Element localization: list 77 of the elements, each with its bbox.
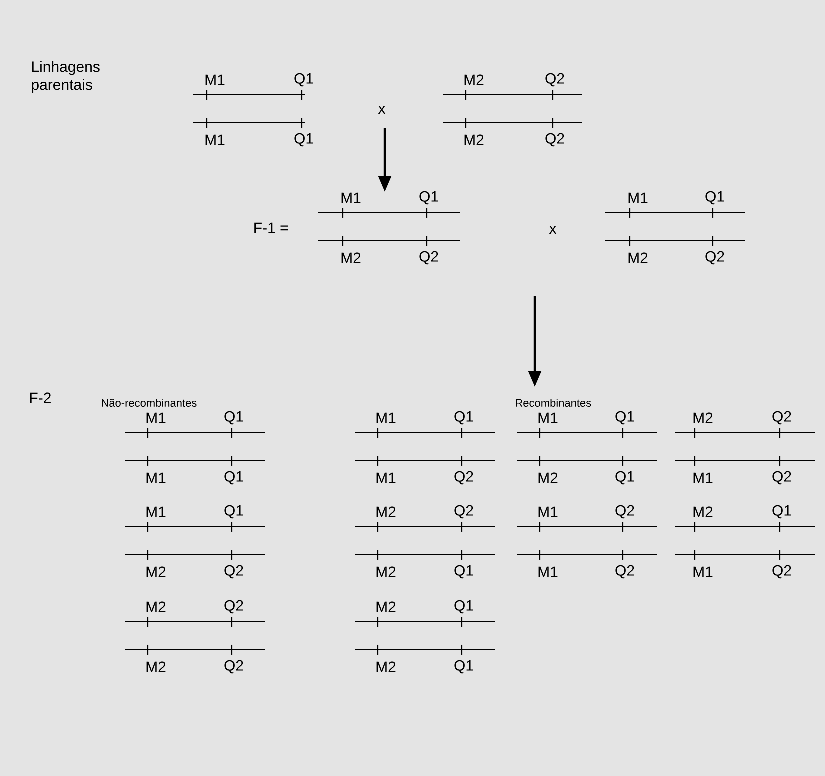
gene-label: Q1 <box>224 505 244 519</box>
generation-label: F-1 = <box>254 222 288 234</box>
chromosome-pair <box>517 411 657 485</box>
group-heading: Recombinantes <box>516 398 592 408</box>
chromosome-pair <box>605 191 745 265</box>
gene-label: M2 <box>628 252 648 264</box>
gene-label: Q2 <box>616 565 634 579</box>
gene-label: M1 <box>538 506 558 518</box>
gene-label: Q2 <box>772 411 792 425</box>
chromosome-pair <box>675 505 815 579</box>
gene-label: M1 <box>376 412 396 424</box>
gene-label: M1 <box>694 472 713 484</box>
gene-label: Q1 <box>224 471 244 485</box>
gene-label: M1 <box>146 506 166 518</box>
gene-label: Q1 <box>772 505 792 519</box>
gene-label: Q2 <box>224 660 244 674</box>
gene-label: M2 <box>342 252 361 264</box>
gene-label: Q2 <box>546 73 564 87</box>
gene-label: Q1 <box>454 660 474 674</box>
gene-label: M1 <box>206 74 225 86</box>
gene-label: Q2 <box>420 251 438 265</box>
gene-label: Q1 <box>616 411 634 425</box>
gene-label: M1 <box>342 192 361 204</box>
gene-label: M1 <box>146 472 166 484</box>
gene-label: M2 <box>146 566 166 578</box>
chromosome-pair <box>125 411 265 485</box>
chromosome-pair <box>355 411 495 485</box>
gene-label: M2 <box>538 472 558 484</box>
gene-label: Q1 <box>224 411 244 425</box>
chromosome-pair <box>355 505 495 579</box>
gene-label: M1 <box>538 412 558 424</box>
gene-label: Q2 <box>454 505 474 519</box>
chromosome-pair <box>517 505 657 579</box>
gene-label: Q1 <box>706 191 724 205</box>
gene-label: M2 <box>694 506 713 518</box>
cross-sign: x <box>378 106 386 114</box>
gene-label: M1 <box>376 472 396 484</box>
gene-label: Q2 <box>772 471 792 485</box>
chromosome-pair <box>125 600 265 674</box>
gene-label: Q1 <box>420 191 438 205</box>
gene-label: M2 <box>146 662 166 672</box>
gene-label: M2 <box>146 602 166 612</box>
gene-label: Q2 <box>224 565 244 579</box>
chromosome-pair <box>125 505 265 579</box>
heading: Linhagens parentais <box>32 61 100 94</box>
gene-label: M1 <box>628 192 648 204</box>
gene-label: Q2 <box>616 505 634 519</box>
gene-label: M2 <box>464 74 484 86</box>
chromosome-pair <box>355 600 495 674</box>
gene-label: M1 <box>146 412 166 424</box>
gene-label: M1 <box>206 134 225 146</box>
cross-sign: x <box>549 226 557 234</box>
gene-label: M2 <box>464 134 484 146</box>
gene-label: M2 <box>376 566 396 578</box>
gene-label: Q1 <box>454 565 474 579</box>
gene-label: Q1 <box>454 600 474 614</box>
gene-label: M1 <box>538 566 558 578</box>
generation-label: F-2 <box>30 392 51 404</box>
chromosome-pair <box>193 73 314 147</box>
gene-label: Q2 <box>224 600 244 614</box>
gene-label: Q1 <box>454 411 474 425</box>
group-heading: Não-recombinantes <box>102 398 197 408</box>
chromosome-pair <box>675 411 815 485</box>
gene-label: Q2 <box>546 133 564 147</box>
gene-label: M1 <box>694 566 713 578</box>
gene-label: Q1 <box>294 73 314 87</box>
gene-label: Q2 <box>454 471 474 485</box>
chromosome-pair <box>318 191 460 265</box>
gene-label: M2 <box>694 412 713 424</box>
gene-label: Q2 <box>772 565 792 579</box>
gene-label: Q2 <box>706 251 724 265</box>
gene-label: M2 <box>376 662 396 672</box>
chromosome-pair <box>443 73 582 147</box>
gene-label: Q1 <box>616 471 634 485</box>
gene-label: M2 <box>376 602 396 612</box>
gene-label: Q1 <box>294 133 314 147</box>
gene-label: M2 <box>376 506 396 518</box>
